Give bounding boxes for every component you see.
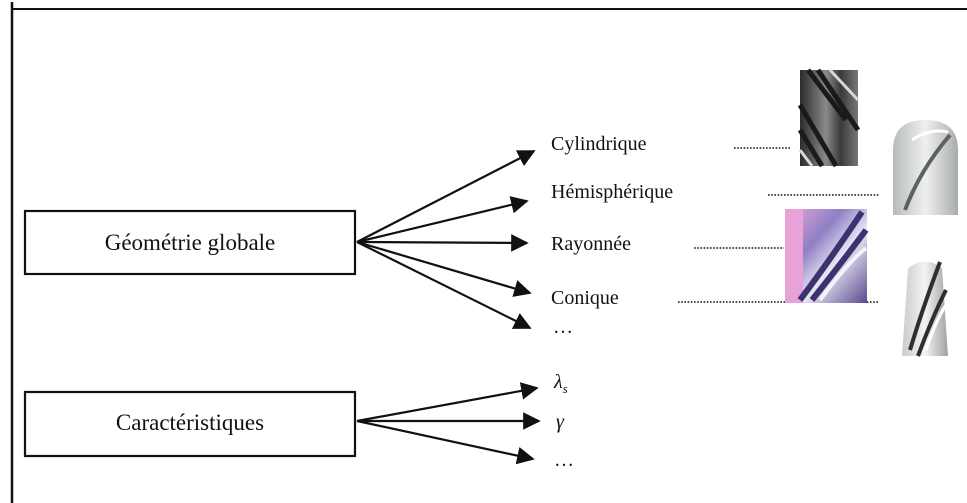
characteristics-arrows <box>356 382 541 465</box>
characteristics-box: Caractéristiques <box>23 390 357 458</box>
geometry-box: Géométrie globale <box>23 209 357 276</box>
geometry-arrows <box>356 150 536 329</box>
characteristics-box-label: Caractéristiques <box>116 410 264 435</box>
arrow-more-geometry <box>356 241 532 329</box>
tool-image-conique <box>902 261 948 357</box>
tool-image-cylindrique <box>797 68 861 168</box>
label-cylindrique: Cylindrique <box>551 133 647 155</box>
label-conique: Conique <box>551 287 619 309</box>
arrow-lambda-s <box>356 382 539 423</box>
arrow-cylindrique <box>356 150 536 243</box>
geometry-box-label: Géométrie globale <box>105 230 276 255</box>
label-gamma: γ <box>556 411 565 433</box>
tool-image-rayonnee <box>785 209 869 303</box>
label-rayonnee: Rayonnée <box>551 233 631 255</box>
arrow-hemispherique <box>356 196 529 244</box>
arrow-rayonnee <box>356 234 529 252</box>
lambda-symbol: λ <box>553 371 563 393</box>
arrow-conique <box>356 240 532 297</box>
arrow-more-characteristics <box>356 419 535 465</box>
lambda-subscript: s <box>563 381 568 396</box>
label-hemispherique: Hémisphérique <box>551 181 673 203</box>
tool-image-hemispherique <box>893 120 958 215</box>
label-lambda-s: λs <box>553 371 568 396</box>
label-more-characteristics: … <box>554 449 574 471</box>
label-more-geometry: … <box>553 316 573 338</box>
